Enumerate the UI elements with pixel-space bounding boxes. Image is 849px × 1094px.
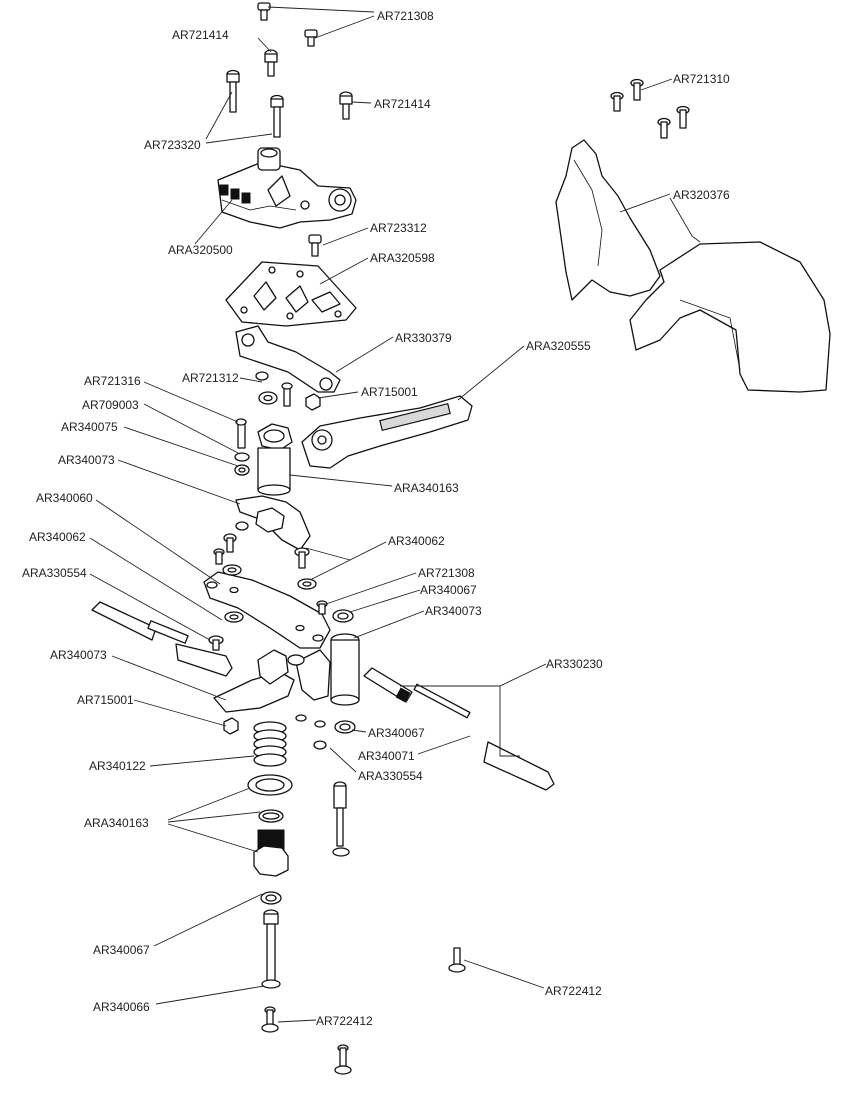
label-ar715001-top: AR715001 [361, 385, 418, 399]
screw-top-2 [304, 29, 318, 47]
label-ar723320: AR723320 [144, 138, 201, 152]
screw-ar723312 [308, 234, 322, 257]
label-ar715001-low: AR715001 [77, 693, 134, 707]
screw-ar721414-b [339, 91, 353, 120]
label-ara330554-top: ARA330554 [22, 566, 87, 580]
label-ar330379: AR330379 [395, 331, 452, 345]
lower-small-hardware [223, 714, 356, 750]
turnbuckle-left [91, 601, 233, 677]
label-ar320376: AR320376 [673, 188, 730, 202]
label-ar723312: AR723312 [370, 221, 427, 235]
washers-mid [222, 564, 354, 623]
screws-ar721310 [610, 78, 690, 139]
screw-pair [213, 533, 310, 569]
label-ar340062-right: AR340062 [388, 534, 445, 548]
label-ar340073-top: AR340073 [58, 453, 115, 467]
part-drawings [91, 2, 831, 1075]
label-ar722412-bottom: AR722412 [316, 1014, 373, 1028]
label-ar340073-right: AR340073 [425, 604, 482, 618]
label-ar340067-low: AR340067 [368, 726, 425, 740]
screw-ar722412-right [448, 947, 466, 973]
label-ar340066: AR340066 [93, 1000, 150, 1014]
screw-ar722412-bottom [261, 1006, 279, 1033]
label-ar721308-mid: AR721308 [418, 566, 475, 580]
label-ar340062-left: AR340062 [29, 530, 86, 544]
servo-guard [555, 139, 831, 393]
bellcrank-lower [213, 649, 331, 713]
label-ar340067-mid: AR340067 [420, 583, 477, 597]
servo-horn-arm [301, 395, 473, 469]
label-ar721316: AR721316 [84, 374, 141, 388]
servo-saver-post [257, 423, 293, 496]
bellcrank-post [330, 633, 360, 706]
steering-bracket [235, 325, 341, 393]
mount-plate [225, 261, 357, 327]
label-ar721312: AR721312 [182, 371, 239, 385]
label-ar340060: AR340060 [36, 491, 93, 505]
label-ar330230: AR330230 [546, 657, 603, 671]
label-ara340163-low: ARA340163 [84, 816, 149, 830]
label-ar721414-top: AR721414 [172, 28, 229, 42]
label-ar340073-left: AR340073 [50, 648, 107, 662]
lower-nut-stack [247, 774, 293, 877]
label-ara320598: ARA320598 [370, 251, 435, 265]
label-ara340163-top: ARA340163 [394, 481, 459, 495]
screw-ar721414-a [264, 49, 278, 77]
leader-lines [89, 6, 701, 1023]
label-ar340122: AR340122 [89, 759, 146, 773]
label-ara320555: ARA320555 [526, 339, 591, 353]
screw-long-center [270, 94, 284, 138]
link-plate [203, 571, 331, 649]
label-ar340071: AR340071 [358, 749, 415, 763]
pin-center [332, 781, 350, 857]
spring [253, 721, 287, 767]
screw-top-1 [257, 2, 271, 21]
label-ar722412-right: AR722412 [545, 984, 602, 998]
turnbuckle-right [363, 667, 555, 791]
label-ar721310: AR721310 [673, 72, 730, 86]
small-hardware-cluster [255, 371, 321, 411]
bottom-bolt-stack [260, 891, 282, 989]
screw-bottom-last [334, 1044, 352, 1075]
part-labels: AR721308 AR721414 AR721414 AR723320 AR72… [22, 9, 730, 1028]
left-small-stack [234, 418, 250, 476]
label-ar721308-top: AR721308 [377, 9, 434, 23]
label-ara330554-low: ARA330554 [358, 769, 423, 783]
label-ar709003: AR709003 [82, 398, 139, 412]
screw-long-left [226, 69, 240, 113]
label-ara320500: ARA320500 [168, 243, 233, 257]
servo-mount-block [217, 147, 357, 229]
label-ar340067-bottom: AR340067 [93, 943, 150, 957]
servo-saver-upper [235, 495, 311, 551]
label-ar340075: AR340075 [61, 420, 118, 434]
label-ar721414-right: AR721414 [374, 97, 431, 111]
